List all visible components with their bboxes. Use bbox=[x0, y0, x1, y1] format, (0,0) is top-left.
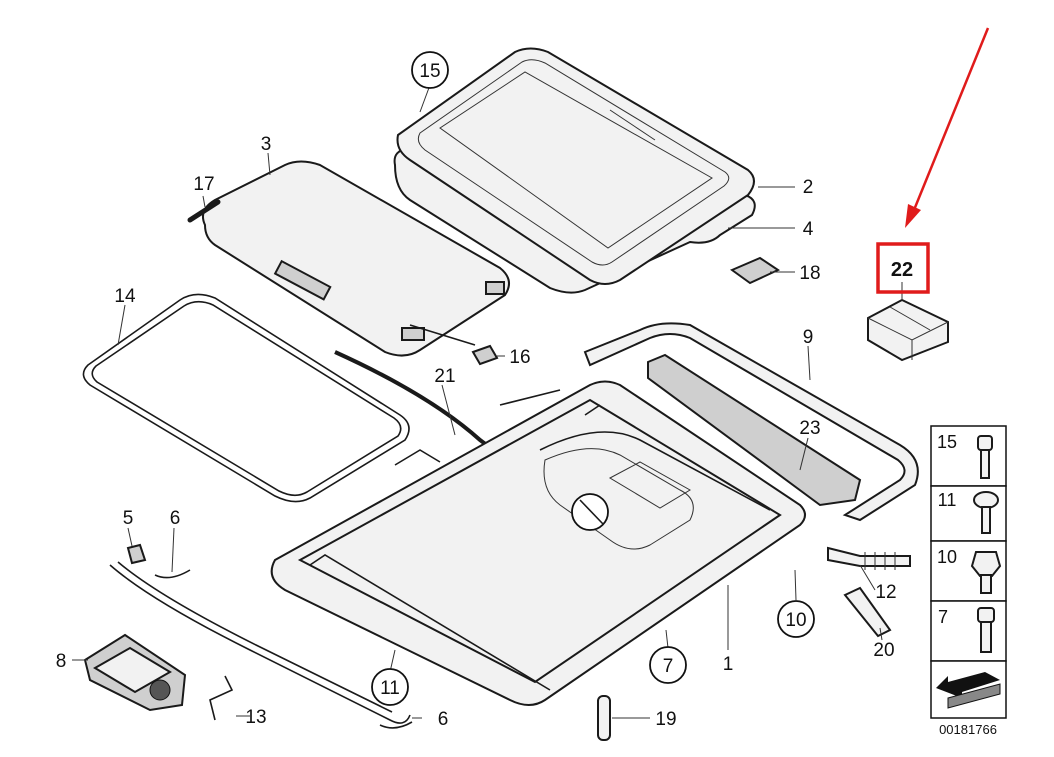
rail-23-part bbox=[647, 353, 862, 507]
legend-label-11: 11 bbox=[938, 490, 957, 510]
pad-18-part bbox=[729, 256, 781, 285]
callout-17: 17 bbox=[193, 174, 214, 195]
seal-14-part bbox=[82, 293, 410, 503]
drive-cable-5-part bbox=[109, 543, 411, 724]
callout-10: 10 bbox=[785, 610, 806, 631]
callout-14: 14 bbox=[114, 286, 136, 307]
bracket-6-bottom-part bbox=[379, 721, 413, 729]
clip-16-part bbox=[471, 344, 499, 366]
callout-7: 7 bbox=[663, 656, 674, 677]
bolt-11-icon bbox=[973, 491, 999, 534]
callout-circle-10 bbox=[777, 600, 815, 638]
fastener-legend: 15 11 10 7 00181766 bbox=[930, 425, 1007, 737]
spring-pin-12-part bbox=[827, 546, 911, 570]
callout-6-bottom: 6 bbox=[438, 709, 449, 730]
wind-deflector-9-part bbox=[583, 322, 919, 522]
callout-12: 12 bbox=[875, 582, 896, 603]
sliding-headliner-part bbox=[202, 160, 510, 357]
callout-1: 1 bbox=[723, 654, 734, 675]
callout-16: 16 bbox=[509, 347, 530, 368]
callout-circle-15 bbox=[411, 51, 449, 89]
callouts: 15 3 17 2 4 18 22 14 16 9 21 23 5 6 12 1… bbox=[56, 51, 930, 730]
bolt-10-icon bbox=[970, 551, 1002, 594]
spring-13-part bbox=[209, 675, 234, 721]
callout-circle-7 bbox=[649, 646, 687, 684]
legend-cell-15 bbox=[930, 425, 1007, 487]
bolt-19-part bbox=[597, 695, 611, 741]
callout-19: 19 bbox=[655, 709, 676, 730]
bolt-7-icon bbox=[977, 607, 995, 653]
leader-lines bbox=[72, 84, 903, 719]
legend-label-15: 15 bbox=[937, 432, 957, 452]
bolt-15-icon bbox=[977, 435, 993, 479]
glass-lid-part bbox=[393, 47, 756, 294]
document-number: 00181766 bbox=[939, 722, 997, 737]
callout-4: 4 bbox=[803, 219, 814, 240]
callout-5: 5 bbox=[123, 508, 134, 529]
bracket-20-part bbox=[843, 586, 892, 638]
callout-23: 23 bbox=[799, 418, 820, 439]
callout-11: 11 bbox=[380, 678, 400, 699]
motor-8-part bbox=[83, 633, 187, 712]
callout-21: 21 bbox=[434, 366, 455, 387]
box-22-part bbox=[867, 298, 949, 362]
sunroof-frame-part bbox=[270, 380, 806, 706]
callout-8: 8 bbox=[56, 651, 67, 672]
callout-3: 3 bbox=[261, 134, 272, 155]
highlight-box-22 bbox=[876, 242, 930, 294]
bracket-6-top-part bbox=[154, 569, 191, 579]
callout-22: 22 bbox=[891, 259, 913, 281]
callout-6-top: 6 bbox=[170, 508, 181, 529]
legend-label-10: 10 bbox=[937, 547, 957, 567]
callout-18: 18 bbox=[799, 263, 820, 284]
callout-circle-11 bbox=[371, 668, 409, 706]
callout-2: 2 bbox=[803, 177, 814, 198]
legend-label-7: 7 bbox=[938, 607, 948, 627]
callout-9: 9 bbox=[803, 327, 814, 348]
direction-arrow-icon bbox=[936, 672, 1001, 709]
callout-15: 15 bbox=[419, 61, 440, 82]
clip-17-part bbox=[187, 199, 221, 223]
red-arrow bbox=[905, 27, 990, 228]
callout-13: 13 bbox=[245, 707, 266, 728]
callout-20: 20 bbox=[873, 640, 894, 661]
